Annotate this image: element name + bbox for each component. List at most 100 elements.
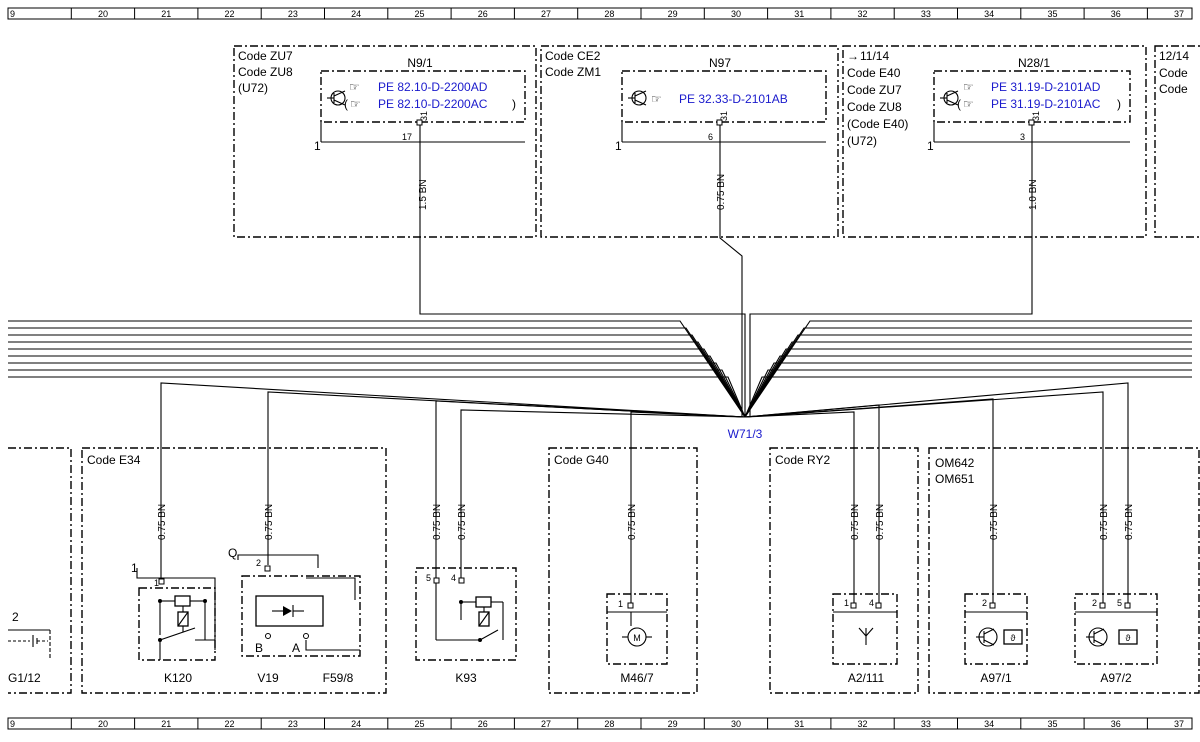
pin-number: 2 (982, 598, 987, 608)
harness-line (744, 348, 1192, 418)
reference-link[interactable]: PE 31.19-D-2101AC (991, 97, 1101, 111)
code-label: Code RY2 (775, 453, 830, 467)
code-label: Code ZU8 (238, 65, 293, 79)
module-partial-right: 12/14 Code Code (1154, 45, 1200, 238)
ruler-label: 36 (1111, 9, 1121, 19)
code-label: Code ZM1 (545, 65, 601, 79)
harness-line (8, 369, 746, 418)
pin-number: 4 (451, 573, 456, 583)
engine-code: OM642 (935, 456, 975, 470)
code-label: Code G40 (554, 453, 609, 467)
pin-number: 6 (708, 132, 713, 142)
pin-number: 5 (426, 573, 431, 583)
code-label: Code (1159, 82, 1188, 96)
ruler-label: 29 (668, 719, 678, 729)
wire-label: 0.75 BN (850, 504, 861, 540)
ruler-label: 36 (1111, 719, 1121, 729)
ruler-label: 29 (668, 9, 678, 19)
hand-pointer-icon: ☞ (963, 80, 974, 94)
pin-label: Q (228, 546, 237, 560)
splice-connector-link[interactable]: W71/3 (728, 427, 763, 441)
ruler-label: 30 (731, 9, 741, 19)
module-name: N9/1 (407, 56, 433, 70)
component-name: K93 (455, 671, 477, 685)
pin-number: 5 (1117, 598, 1122, 608)
svg-text:ϑ: ϑ (1011, 633, 1016, 643)
harness-line (8, 355, 746, 418)
wire-label: 0.75 BN (627, 504, 638, 540)
harness-line (744, 327, 1192, 418)
pin-number: 2 (12, 610, 19, 624)
ruler-label: 32 (858, 9, 868, 19)
reference-link[interactable]: PE 82.10-D-2200AC (378, 97, 488, 111)
wire-label: 0.75 BN (157, 504, 168, 540)
pin-number: 2 (256, 558, 261, 568)
wire-label: 0.75 BN (264, 504, 275, 540)
ruler-label: 21 (161, 9, 171, 19)
code-label: Code ZU8 (847, 100, 902, 114)
ruler-label: 24 (351, 9, 361, 19)
ruler-label: 35 (1047, 719, 1057, 729)
module-n97: Code CE2 Code ZM1 N97 ☞ PE 32.33-D-2101A… (540, 45, 839, 238)
wire-label: 0.75 BN (875, 504, 886, 540)
svg-text:ϑ: ϑ (1126, 633, 1131, 643)
module-n28-1: → 11/14 Code E40 Code ZU7 Code ZU8 (Code… (842, 45, 1147, 238)
component-name: F59/8 (323, 671, 354, 685)
antenna-icon (858, 627, 874, 645)
code-label: Code ZU7 (238, 49, 293, 63)
component-name: V19 (257, 671, 279, 685)
paren-open: ( (344, 97, 348, 111)
reference-link[interactable]: PE 82.10-D-2200AD (378, 80, 488, 94)
ruler-label: 26 (478, 9, 488, 19)
bottom-wires (160, 382, 1129, 603)
side-number: 1 (615, 139, 622, 153)
component-name: A97/2 (1100, 671, 1132, 685)
motor-icon: M (622, 627, 652, 647)
code-label: Code E40 (847, 66, 901, 80)
code-label: Code (1159, 66, 1188, 80)
pin-label: B (255, 641, 263, 655)
harness-line (8, 327, 746, 418)
group-code-g40: Code G40 0.75 BN 1 M M46/7 (548, 447, 698, 694)
temperature-sensor-icon: ϑ (1003, 629, 1023, 645)
ruler-label: 31 (794, 719, 804, 729)
transistor-icon (940, 90, 959, 106)
ruler-label: 27 (541, 719, 551, 729)
code-label: Code E34 (87, 453, 141, 467)
wire-label: 0.75 BN (457, 504, 468, 540)
harness-line (8, 348, 746, 418)
transistor-icon (628, 90, 647, 106)
pin-label: A (292, 641, 300, 655)
transistor-icon (1086, 627, 1108, 647)
group-code-ry2: Code RY2 0.75 BN 0.75 BN 1 4 A2/111 (769, 447, 919, 694)
wire-label: 0.75 BN (1124, 504, 1135, 540)
ruler-label: 28 (604, 9, 614, 19)
paren-close: ) (512, 97, 516, 111)
ruler-label: 22 (225, 9, 235, 19)
paren-open: ( (957, 97, 961, 111)
relay-k93: 0.75 BN 0.75 BN 5 4 K93 (415, 504, 517, 685)
pin-label: 31 (1031, 111, 1041, 121)
battery-icon (8, 635, 48, 647)
harness-line (744, 334, 1192, 418)
ruler-label: 30 (731, 719, 741, 729)
pin-number: 1 (154, 578, 159, 588)
reference-link[interactable]: PE 31.19-D-2101AD (991, 80, 1101, 94)
ruler-label: 25 (414, 719, 424, 729)
ruler-label: 26 (478, 719, 488, 729)
ruler-label: 20 (98, 9, 108, 19)
diode-module-v19: Q 2 B A V19 F59/8 (228, 546, 361, 685)
transistor-icon (327, 90, 346, 106)
wire-label: 0.75 BN (716, 174, 727, 210)
component-name: A97/1 (980, 671, 1012, 685)
ruler-label: 33 (921, 9, 931, 19)
page-ref[interactable]: 11/14 (860, 49, 889, 63)
ruler-label: 28 (604, 719, 614, 729)
ruler-label: 9 (10, 719, 15, 729)
reference-link[interactable]: PE 32.33-D-2101AB (679, 92, 788, 106)
ruler-label: 23 (288, 9, 298, 19)
pin-number: 17 (402, 132, 412, 142)
pin-number: 1 (618, 599, 623, 609)
ruler-label: 37 (1174, 719, 1184, 729)
